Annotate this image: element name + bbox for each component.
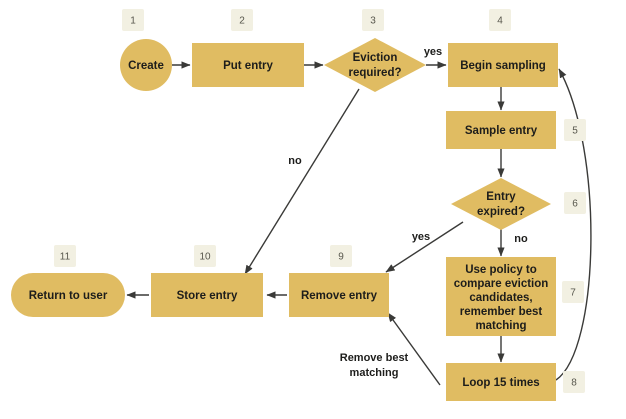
badge-2: 2: [231, 9, 253, 31]
badge-5-text: 5: [572, 126, 578, 137]
badge-11-text: 11: [60, 252, 71, 263]
badge-11: 11: [54, 245, 76, 267]
badge-4-text: 4: [497, 16, 503, 27]
badge-7-box: [562, 281, 584, 303]
node-loop-15-times[interactable]: Loop 15 times: [446, 363, 556, 401]
edge-label-remove-best-matching-line1: Remove best: [340, 352, 409, 364]
eviction-required-diamond-shape: [324, 38, 426, 92]
edge-entry-expired-yes-to-remove-entry: [385, 221, 464, 273]
node-put-entry[interactable]: Put entry: [192, 43, 304, 87]
begin-sampling-label: Begin sampling: [460, 60, 546, 72]
node-use-policy[interactable]: Use policy to compare eviction candidate…: [446, 257, 556, 336]
badge-9-text: 9: [338, 252, 344, 263]
use-policy-label-line5: matching: [475, 320, 526, 332]
badge-10-box: [194, 245, 216, 267]
sample-entry-label: Sample entry: [465, 125, 538, 137]
badge-6: 6: [564, 192, 586, 214]
put-entry-label: Put entry: [223, 60, 273, 72]
badge-4: 4: [489, 9, 511, 31]
entry-expired-diamond-shape: [451, 178, 551, 230]
badge-7: 7: [562, 281, 584, 303]
node-entry-expired[interactable]: Entry expired?: [451, 178, 551, 230]
node-create[interactable]: Create: [120, 39, 172, 91]
eviction-required-label-line1: Eviction: [353, 52, 398, 64]
edge-label-remove-best-matching-line2: matching: [350, 367, 399, 379]
badge-1: 1: [122, 9, 144, 31]
edge-label-expired-yes: yes: [412, 231, 430, 243]
eviction-required-label-line2: required?: [348, 67, 401, 79]
badge-2-box: [231, 9, 253, 31]
badge-8-text: 8: [571, 378, 577, 389]
put-entry-rect-shape: [192, 43, 304, 87]
entry-expired-label-line1: Entry: [486, 191, 516, 203]
node-store-entry[interactable]: Store entry: [151, 273, 263, 317]
loop-15-times-rect-shape: [446, 363, 556, 401]
node-remove-entry[interactable]: Remove entry: [289, 273, 389, 317]
badge-4-box: [489, 9, 511, 31]
badge-8-box: [563, 371, 585, 393]
badge-11-box: [54, 245, 76, 267]
edge-loop-15-times-to-remove-entry: [387, 312, 441, 386]
edge-labels-layer: yes no yes no Remove best matching: [288, 46, 528, 379]
use-policy-rect-shape: [446, 257, 556, 336]
badge-3-box: [362, 9, 384, 31]
node-sample-entry[interactable]: Sample entry: [446, 111, 556, 149]
badges-layer: 1 2 3 4 5 6 7: [54, 9, 586, 393]
return-to-user-label: Return to user: [29, 290, 108, 302]
remove-entry-rect-shape: [289, 273, 389, 317]
badge-5-box: [564, 119, 586, 141]
create-label: Create: [128, 60, 164, 72]
use-policy-label-line3: candidates,: [469, 292, 532, 304]
node-begin-sampling[interactable]: Begin sampling: [448, 43, 558, 87]
badge-8: 8: [563, 371, 585, 393]
remove-entry-label: Remove entry: [301, 290, 378, 302]
badge-3-text: 3: [370, 16, 376, 27]
edge-eviction-required-no-to-store-entry: [244, 88, 360, 275]
badge-6-box: [564, 192, 586, 214]
badge-7-text: 7: [570, 288, 576, 299]
badge-10: 10: [194, 245, 216, 267]
begin-sampling-rect-shape: [448, 43, 558, 87]
edge-loop-15-times-to-begin-sampling-curve: [555, 68, 592, 381]
use-policy-label-line1: Use policy to: [465, 264, 537, 276]
store-entry-rect-shape: [151, 273, 263, 317]
store-entry-label: Store entry: [177, 290, 238, 302]
badge-9-box: [330, 245, 352, 267]
badge-1-text: 1: [130, 16, 136, 27]
node-eviction-required[interactable]: Eviction required?: [324, 38, 426, 92]
badge-3: 3: [362, 9, 384, 31]
return-to-user-stadium-shape: [11, 273, 125, 317]
badge-10-text: 10: [199, 252, 211, 263]
edges-layer: Begin sampling --> Store entry (diagonal…: [126, 61, 592, 386]
create-circle-shape: [120, 39, 172, 91]
use-policy-label-line2: compare eviction: [454, 278, 549, 290]
use-policy-label-line4: remember best: [460, 306, 543, 318]
badge-9: 9: [330, 245, 352, 267]
edge-label-expired-no: no: [514, 233, 528, 245]
entry-expired-label-line2: expired?: [477, 206, 525, 218]
loop-15-times-label: Loop 15 times: [462, 377, 539, 389]
sample-entry-rect-shape: [446, 111, 556, 149]
badge-1-box: [122, 9, 144, 31]
badge-5: 5: [564, 119, 586, 141]
badge-6-text: 6: [572, 199, 578, 210]
node-return-to-user[interactable]: Return to user: [11, 273, 125, 317]
edge-label-eviction-no: no: [288, 155, 302, 167]
edge-label-eviction-yes: yes: [424, 46, 442, 58]
badge-2-text: 2: [239, 16, 245, 27]
